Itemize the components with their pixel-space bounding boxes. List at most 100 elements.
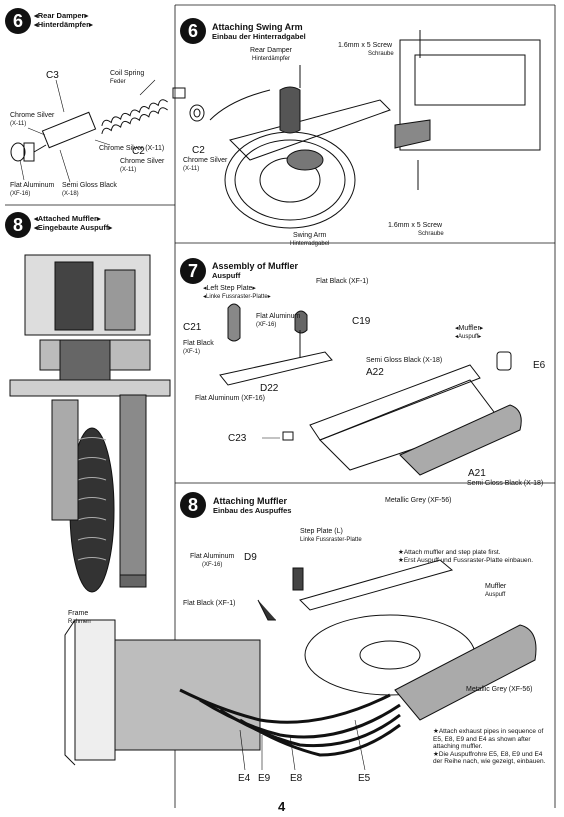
page-number: 4 bbox=[278, 799, 286, 814]
note-attach-first-en: ★Attach muffler and step plate first. bbox=[398, 549, 501, 556]
flat-aluminum-step8-code: (XF-16) bbox=[202, 562, 223, 568]
semi-gloss-black-left-code: (X-18) bbox=[62, 191, 79, 197]
attached-muffler-title-en: ◂Attached Muffler▸ bbox=[34, 214, 101, 223]
step-8-title-de: Einbau des Auspuffes bbox=[213, 506, 292, 515]
motorcycle-rear-view bbox=[9, 254, 171, 593]
step-7-title-de: Auspuff bbox=[212, 271, 241, 280]
flat-black-step8-label: Flat Black (XF-1) bbox=[183, 600, 236, 607]
flat-aluminum-left-code: (XF-16) bbox=[10, 191, 31, 197]
chrome-silver-step6-label: Chrome Silver (X-11) bbox=[183, 157, 227, 173]
step-6-badge: 6 bbox=[180, 18, 206, 44]
muffler-step7-label: ◂Muffler▸ ◂Auspuff▸ bbox=[455, 325, 483, 341]
rear-damper-title: ◂Rear Damper▸ ◂Hinterdämpfer▸ bbox=[34, 11, 93, 29]
chrome-silver-3-code: (X-11) bbox=[120, 167, 137, 173]
step-7-title: Assembly of Muffler Auspuff bbox=[212, 261, 298, 281]
frame-label: Frame Rahmen bbox=[68, 610, 91, 626]
semi-gloss-black-step7-label-2: Semi Gloss Black (X-18) bbox=[467, 480, 544, 487]
flat-aluminum-label-left: Flat Aluminum (XF-16) bbox=[10, 182, 54, 198]
chrome-silver-label-3: Chrome Silver (X-11) bbox=[120, 158, 164, 174]
flat-aluminum-left-text: Flat Aluminum bbox=[10, 182, 55, 189]
step-6-badge-left: 6 bbox=[5, 8, 31, 34]
part-e4: E4 bbox=[238, 773, 251, 784]
screw-bottom-label: 1.6mm x 5 Screw Schraube bbox=[388, 222, 444, 238]
flat-aluminum-step7-label: Flat Aluminum (XF-16) bbox=[256, 313, 300, 329]
note-attach-first-de: ★Erst Auspuff und Fussraster-Platte einb… bbox=[398, 556, 534, 564]
screw-top-en: 1.6mm x 5 Screw bbox=[338, 42, 393, 49]
screw-bottom-en: 1.6mm x 5 Screw bbox=[388, 222, 443, 229]
muffler-step8-label: Muffler Auspuff bbox=[485, 583, 506, 599]
flat-aluminum-step7-code: (XF-16) bbox=[256, 322, 277, 328]
step-6-title: Attaching Swing Arm Einbau der Hinterrad… bbox=[212, 22, 306, 42]
chrome-silver-label-2: Chrome Silver (X-11) bbox=[99, 145, 165, 152]
rear-damper-title-en: ◂Rear Damper▸ bbox=[34, 11, 89, 20]
semi-gloss-black-label-left: Semi Gloss Black (X-18) bbox=[62, 182, 117, 198]
step-8-title-en: Attaching Muffler bbox=[213, 496, 287, 506]
swing-arm-en: Swing Arm bbox=[292, 232, 327, 239]
step-plate-label: Step Plate (L) Linke Fussraster-Platte bbox=[300, 528, 362, 544]
flat-black-top-label: Flat Black (XF-1) bbox=[316, 278, 369, 285]
step-7-badge: 7 bbox=[180, 258, 206, 284]
attached-muffler-title: ◂Attached Muffler▸ ◂Eingebaute Auspuff▸ bbox=[34, 214, 112, 232]
muffler-step8-de: Auspuff bbox=[485, 592, 506, 598]
swing-arm-label: Swing Arm Hinterradgabel bbox=[290, 232, 329, 248]
chrome-silver-1-code: (X-11) bbox=[10, 121, 27, 127]
metallic-grey-step7-label: Metallic Grey (XF-56) bbox=[385, 497, 452, 504]
coil-spring-de: Feder bbox=[110, 79, 126, 85]
part-e6: E6 bbox=[533, 360, 546, 371]
part-c3: C3 bbox=[46, 70, 59, 81]
part-c2-left: C2 bbox=[132, 146, 145, 157]
rear-damper-drawing bbox=[10, 79, 205, 183]
part-c21: C21 bbox=[183, 322, 202, 333]
step-8-badge-left: 8 bbox=[5, 212, 31, 238]
step-8-title: Attaching Muffler Einbau des Auspuffes bbox=[213, 496, 291, 516]
muffler-step8-en: Muffler bbox=[485, 583, 507, 590]
flat-aluminum-step8-text: Flat Aluminum bbox=[190, 553, 235, 560]
semi-gloss-black-left-text: Semi Gloss Black bbox=[62, 182, 117, 189]
step-6-title-de: Einbau der Hinterradgabel bbox=[212, 32, 306, 41]
muffler-step7-de: ◂Auspuff▸ bbox=[455, 334, 482, 340]
step-plate-de: Linke Fussraster-Platte bbox=[300, 537, 362, 543]
note-exhaust-sequence-de: ★Die Auspuffrohre E5, E8, E9 und E4 der … bbox=[433, 750, 546, 766]
part-e8: E8 bbox=[290, 773, 303, 784]
rear-damper-en: Rear Damper bbox=[250, 47, 293, 54]
swing-arm-drawing bbox=[209, 30, 541, 229]
rear-damper-de: Hinterdämpfer bbox=[252, 56, 291, 62]
flat-black-left-label: Flat Black (XF-1) bbox=[183, 340, 214, 356]
rear-damper-label: Rear Damper Hinterdämpfer bbox=[250, 47, 292, 63]
part-c2: C2 bbox=[192, 145, 205, 156]
frame-de: Rahmen bbox=[68, 619, 91, 625]
swing-arm-de: Hinterradgabel bbox=[290, 241, 330, 247]
part-d9: D9 bbox=[244, 552, 257, 563]
screw-bottom-de: Schraube bbox=[418, 231, 444, 237]
step-plate-en: Step Plate (L) bbox=[300, 528, 343, 535]
metallic-grey-step8-label: Metallic Grey (XF-56) bbox=[466, 686, 533, 693]
step-7-title-en: Assembly of Muffler bbox=[212, 261, 299, 271]
attached-muffler-title-de: ◂Eingebaute Auspuff▸ bbox=[34, 223, 113, 232]
note-exhaust-sequence: ★Attach exhaust pipes in sequence of E5,… bbox=[433, 728, 553, 766]
left-step-plate-label: ◂Left Step Plate▸ ◂Linke Fussraster-Plat… bbox=[203, 285, 271, 301]
step-6-title-en: Attaching Swing Arm bbox=[212, 22, 303, 32]
chrome-silver-label-1: Chrome Silver (X-11) bbox=[10, 112, 54, 128]
step-8-badge: 8 bbox=[180, 492, 206, 518]
engine-muffler-drawing bbox=[64, 559, 537, 771]
part-a21: A21 bbox=[468, 468, 486, 479]
muffler-assembly-drawing bbox=[219, 303, 522, 476]
rear-damper-title-de: ◂Hinterdämpfer▸ bbox=[34, 20, 93, 29]
part-d22: D22 bbox=[260, 383, 279, 394]
note-attach-first: ★Attach muffler and step plate first. ★E… bbox=[398, 549, 548, 564]
part-e9: E9 bbox=[258, 773, 271, 784]
left-step-plate-en: ◂Left Step Plate▸ bbox=[203, 285, 256, 292]
screw-top-label: 1.6mm x 5 Screw Schraube bbox=[338, 42, 394, 58]
part-c19: C19 bbox=[352, 316, 371, 327]
flat-black-left-code: (XF-1) bbox=[183, 349, 200, 355]
chrome-silver-step6-code: (X-11) bbox=[183, 166, 200, 172]
coil-spring-en: Coil Spring bbox=[110, 70, 145, 77]
left-step-plate-de: ◂Linke Fussraster-Platte▸ bbox=[203, 294, 271, 300]
chrome-silver-step6-text: Chrome Silver bbox=[183, 157, 228, 164]
note-exhaust-sequence-en: ★Attach exhaust pipes in sequence of E5,… bbox=[433, 728, 544, 750]
flat-aluminum-step8-label: Flat Aluminum (XF-16) bbox=[190, 553, 234, 569]
screw-top-de: Schraube bbox=[368, 51, 394, 57]
chrome-silver-1-text: Chrome Silver bbox=[10, 112, 55, 119]
semi-gloss-black-step7-label: Semi Gloss Black (X-18) bbox=[366, 357, 443, 364]
